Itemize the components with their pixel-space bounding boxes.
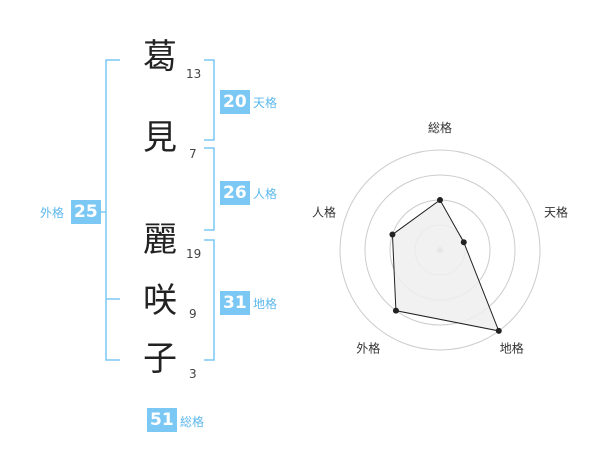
gaikaku-value: 25 xyxy=(71,200,101,224)
name-char-1: 葛 xyxy=(143,37,177,77)
radar-ring xyxy=(364,174,516,326)
radar-ring xyxy=(339,149,541,351)
chikaku-label: 地格 xyxy=(253,297,278,311)
name-char-5: 子 xyxy=(143,339,177,379)
tenkaku-value: 20 xyxy=(220,90,250,114)
radar-axis-label: 外格 xyxy=(356,341,380,356)
soukaku-label: 総格 xyxy=(180,415,205,429)
radar-point xyxy=(389,231,396,238)
radar-polygon xyxy=(391,199,500,332)
radar-point xyxy=(495,327,502,334)
radar-point xyxy=(460,239,467,246)
radar-axis-label: 総格 xyxy=(428,120,452,135)
soukaku-value: 51 xyxy=(147,408,177,432)
gaikaku-label: 外格 xyxy=(40,206,65,220)
radar-axis-label: 天格 xyxy=(544,204,568,219)
gaikaku-bracket xyxy=(105,59,120,361)
jinkaku-value: 26 xyxy=(220,181,250,205)
radar-axis-label: 地格 xyxy=(500,341,524,356)
radar-axis-label: 人格 xyxy=(312,204,336,219)
chikaku-value: 31 xyxy=(220,291,250,315)
stroke-count-1: 13 xyxy=(186,67,202,81)
tenkaku-label: 天格 xyxy=(253,96,278,110)
jinkaku-bracket xyxy=(204,147,215,231)
stroke-count-5: 3 xyxy=(189,367,197,381)
name-char-2: 見 xyxy=(143,118,177,158)
name-char-3: 麗 xyxy=(143,220,177,260)
jinkaku-label: 人格 xyxy=(253,187,278,201)
tenkaku-bracket xyxy=(204,59,215,141)
stroke-count-2: 7 xyxy=(189,147,197,161)
name-char-4: 咲 xyxy=(143,281,177,321)
radar-point xyxy=(392,307,399,314)
radar-point xyxy=(437,197,443,203)
stroke-count-4: 9 xyxy=(189,307,197,321)
stroke-count-3: 19 xyxy=(186,247,202,261)
chikaku-bracket xyxy=(204,239,215,361)
